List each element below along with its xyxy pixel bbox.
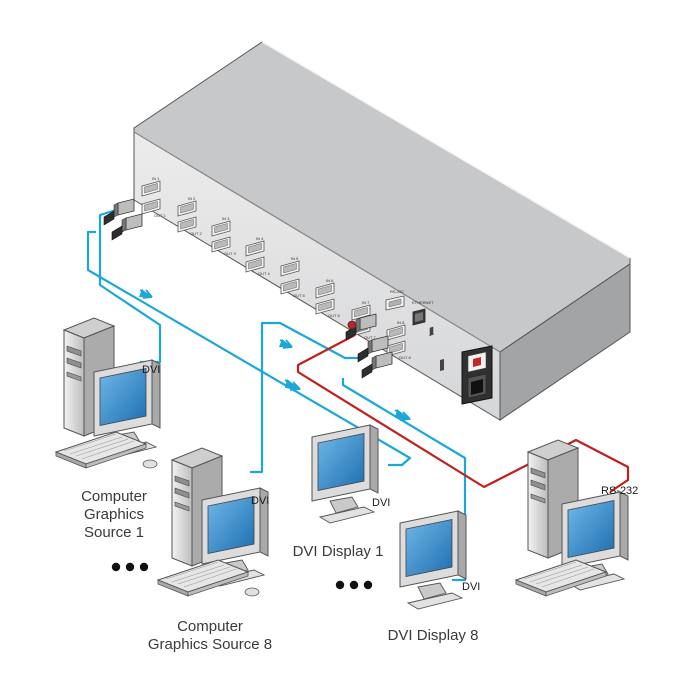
port-labels: IN 1 IN 2 IN 3 IN 4 IN 5 IN 6 IN 7 IN 8 …	[152, 176, 411, 360]
dvi-display-8	[399, 510, 467, 610]
labels: Computer Graphics Source 1 Computer Grap…	[81, 364, 638, 653]
port-label: IN 1	[152, 176, 160, 181]
display1-label: DVI Display 1	[293, 543, 384, 560]
rs232-label: RS-232	[601, 485, 638, 497]
rs232-port: RS-232	[385, 289, 405, 311]
port-label: IN 3	[222, 216, 230, 221]
port-label: IN 2	[188, 196, 196, 201]
ellipsis-sources	[111, 562, 149, 572]
port-label: IN 5	[291, 256, 299, 261]
port-label: OUT 2	[190, 231, 202, 236]
rs232-port-label: RS-232	[390, 289, 404, 294]
port-label: OUT 8	[399, 355, 411, 360]
matrix-switcher: IN 1 IN 2 IN 3 IN 4 IN 5 IN 6 IN 7 IN 8 …	[133, 41, 631, 421]
port-label: IN 4	[256, 236, 264, 241]
port-label: IN 6	[326, 278, 334, 283]
dvi-label-source8: DVI	[251, 495, 269, 507]
dvi-label-display1: DVI	[372, 497, 390, 509]
dvi-arrowheads	[139, 289, 411, 420]
port-label: IN 7	[362, 300, 370, 305]
source1-label-line1: Computer	[81, 488, 147, 505]
computer-source-8	[157, 447, 269, 597]
port-label: OUT 7	[364, 335, 376, 340]
port-label: OUT 6	[328, 313, 340, 318]
control-computer	[515, 439, 629, 597]
ethernet-label: ETHERNET	[412, 300, 434, 305]
source1-label-line3: Source 1	[84, 524, 144, 541]
display8-label: DVI Display 8	[388, 627, 479, 644]
computer-source-1	[55, 317, 161, 469]
dvi-display-1	[311, 424, 379, 524]
ethernet-port: ETHERNET	[412, 300, 434, 326]
dvi-label-source1: DVI	[142, 364, 160, 376]
port-label: OUT 1	[154, 213, 166, 218]
port-label: IN 8	[397, 320, 405, 325]
port-label: OUT 4	[258, 271, 270, 276]
port-label: OUT 3	[224, 251, 236, 256]
ellipsis-displays	[335, 580, 373, 590]
source8-label-line2: Graphics Source 8	[148, 636, 272, 653]
dvi-label-display8: DVI	[462, 581, 480, 593]
source1-label-line2: Graphics	[84, 506, 144, 523]
power-inlet	[461, 345, 493, 405]
connector-plugs	[103, 198, 393, 379]
source8-label-line1: Computer	[177, 618, 243, 635]
port-label: OUT 5	[293, 293, 305, 298]
